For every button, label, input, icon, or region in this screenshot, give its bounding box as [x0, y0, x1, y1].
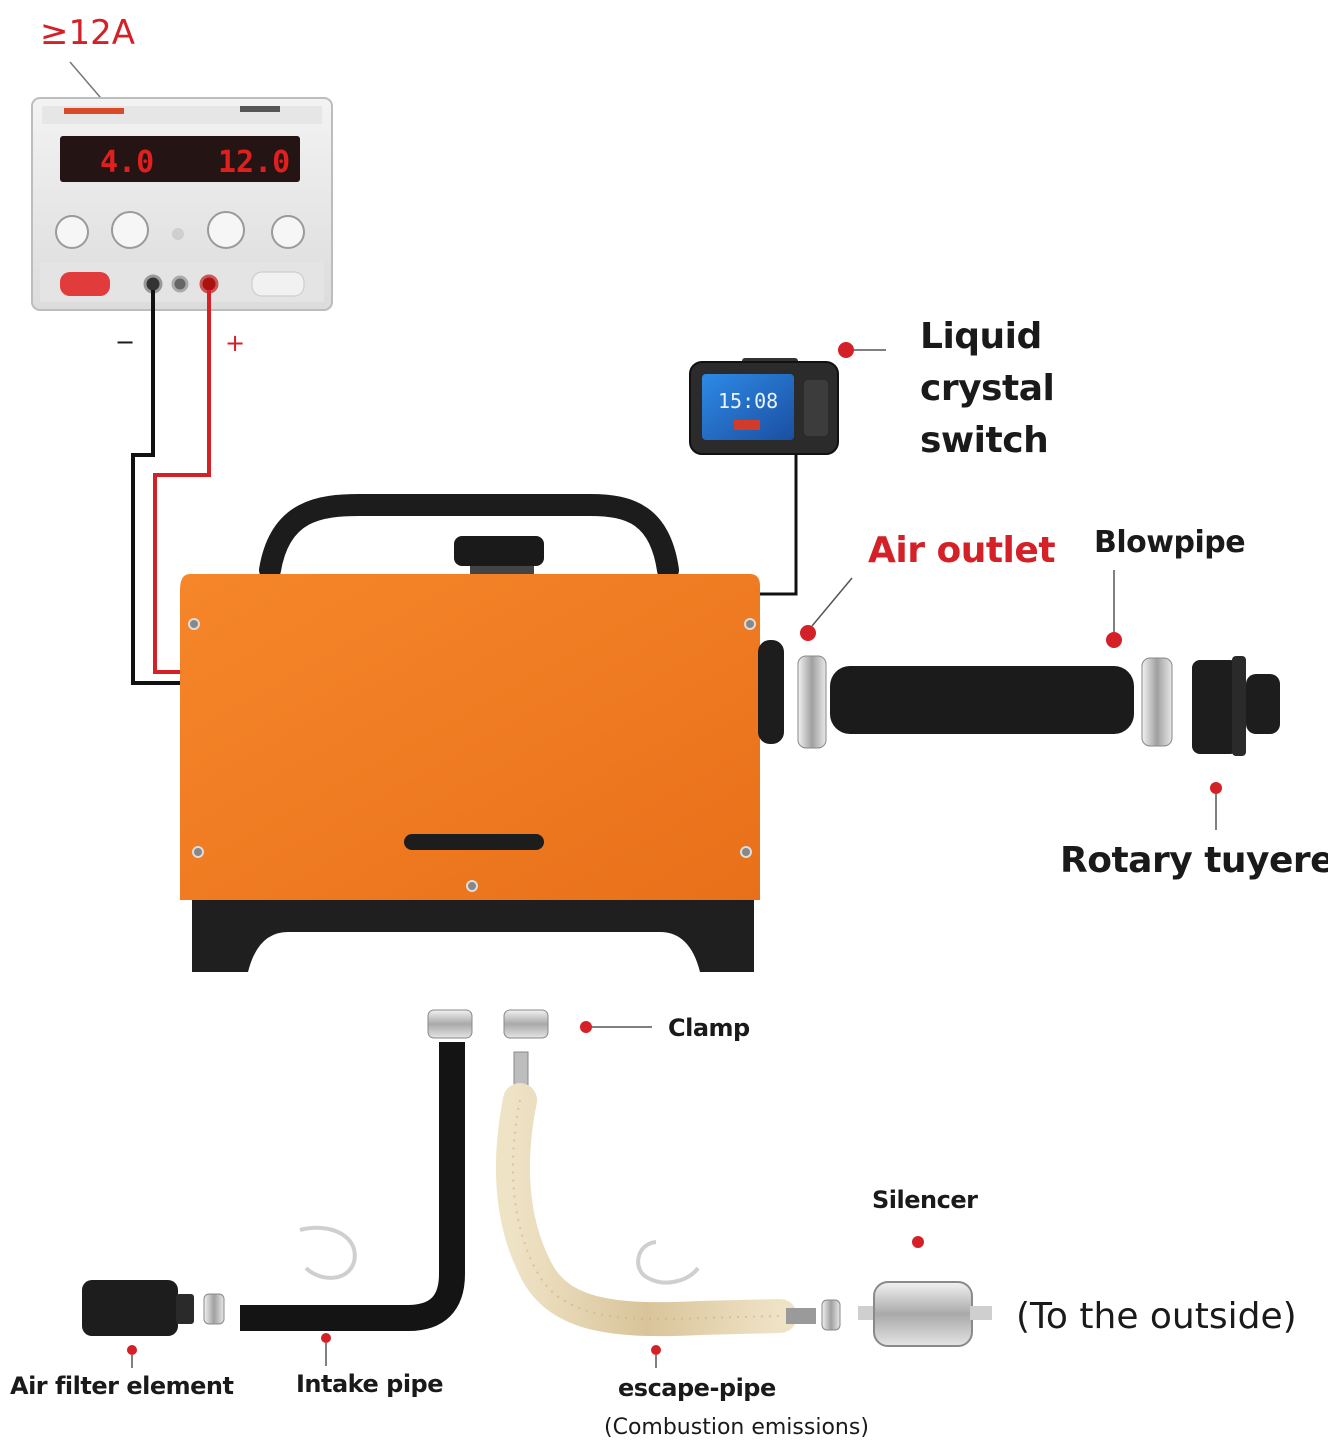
blowpipe-label: Blowpipe: [1094, 525, 1245, 560]
intake-pipe-label: Intake pipe: [296, 1370, 443, 1398]
lcd-switch-status-bar: [734, 420, 760, 430]
lcd-switch-screen: [702, 374, 794, 440]
lcd-switch: 15:08 Liquid crystal switch: [689, 316, 1055, 461]
lcd-switch-buttons: [804, 380, 828, 436]
blowpipe-clamp: [1141, 657, 1173, 747]
intake-clamp: [427, 1009, 473, 1039]
silencer-dot: [912, 1236, 924, 1248]
power-supply-negative-terminal: [143, 274, 163, 294]
current-rating-label: ≥12A: [40, 13, 135, 53]
power-supply: ≥12A 4.0 12.0 − +: [31, 13, 333, 357]
clamp-group: Clamp: [427, 1009, 751, 1042]
exhaust-line: Silencer (To the outside) escape-pipe (C…: [495, 1051, 1297, 1440]
positive-wire: [153, 290, 211, 674]
minus-label: −: [115, 328, 135, 356]
escape-pipe-dot: [651, 1345, 661, 1355]
power-supply-brand-mark: [64, 108, 124, 114]
plus-label: +: [225, 329, 245, 357]
power-supply-knob-4: [271, 215, 305, 249]
rotary-tuyere-dot: [1210, 782, 1222, 794]
escape-pipe-clip: [636, 1240, 700, 1285]
lcd-switch-time: 15:08: [718, 389, 778, 413]
escape-pipe-tip: [786, 1308, 816, 1324]
air-filter-neck: [176, 1294, 194, 1324]
power-supply-knob-3: [207, 211, 245, 249]
rotary-tuyere-nozzle: [1246, 674, 1280, 734]
rotary-tuyere-ring: [1232, 656, 1246, 756]
lcd-switch-label-line-1: Liquid: [920, 316, 1042, 357]
silencer-outlet: [970, 1306, 992, 1320]
power-supply-blank-button: [251, 271, 305, 297]
power-supply-power-button: [60, 272, 110, 296]
power-supply-indicator: [172, 228, 184, 240]
heater-unit: [180, 494, 784, 972]
escape-pipe-texture: [511, 1099, 781, 1321]
intake-line: Air filter element Intake pipe: [10, 1042, 465, 1400]
negative-wire: [131, 290, 182, 685]
silencer-clamp: [821, 1299, 841, 1331]
to-outside-label: (To the outside): [1016, 1296, 1297, 1337]
rotary-tuyere-body: [1192, 660, 1238, 754]
power-wires: [131, 290, 798, 685]
screw-top-right: [744, 618, 756, 630]
air-filter-label: Air filter element: [10, 1372, 233, 1400]
screw-bottom-center: [466, 880, 478, 892]
power-supply-positive-terminal: [199, 274, 219, 294]
screw-top-left: [188, 618, 200, 630]
intake-pipe-clip: [299, 1225, 357, 1280]
silencer-label: Silencer: [872, 1186, 978, 1214]
heater-fuel-cap: [454, 536, 544, 566]
clamp-dot: [580, 1021, 592, 1033]
outlet-clamp: [797, 655, 827, 749]
screw-bottom-right: [740, 846, 752, 858]
air-filter-dot: [127, 1345, 137, 1355]
power-supply-knob-1: [55, 215, 89, 249]
intake-pipe-hose: [240, 1042, 465, 1331]
air-outlet-dot: [800, 625, 816, 641]
clamp-label: Clamp: [668, 1014, 750, 1042]
lcd-switch-dot: [838, 342, 854, 358]
switch-cable: [760, 452, 798, 596]
air-filter-body: [82, 1280, 178, 1336]
escape-pipe-label: escape-pipe: [618, 1374, 776, 1402]
lcd-switch-label-line-2: crystal: [920, 368, 1054, 409]
air-outlet-label: Air outlet: [868, 530, 1055, 571]
power-supply-model-mark: [240, 106, 280, 112]
heater-orange-case: [180, 574, 760, 900]
escape-pipe-hose: [495, 1083, 797, 1337]
blowpipe-assembly: Air outlet Blowpipe Rotary tuyere: [797, 525, 1328, 881]
power-supply-display-left: 4.0: [100, 145, 154, 180]
screw-bottom-left: [192, 846, 204, 858]
blowpipe-hose: [830, 666, 1134, 734]
heater-base: [192, 900, 754, 972]
heater-vent-slot: [404, 834, 544, 850]
air-outlet-leader: [811, 577, 853, 627]
exhaust-clamp: [503, 1009, 549, 1039]
blowpipe-dot: [1106, 632, 1122, 648]
silencer-body: [873, 1281, 973, 1347]
heater-outlet-stub: [758, 640, 784, 744]
power-supply-display-right: 12.0: [218, 145, 290, 180]
power-supply-display-panel: [60, 136, 300, 182]
heater-handle: [259, 494, 679, 581]
lcd-switch-label-line-3: switch: [920, 420, 1048, 461]
rotary-tuyere-label: Rotary tuyere: [1060, 840, 1328, 881]
combustion-label: (Combustion emissions): [604, 1415, 869, 1440]
power-supply-ground-terminal: [171, 275, 189, 293]
air-filter-clamp: [203, 1293, 225, 1325]
power-supply-knob-2: [111, 211, 149, 249]
intake-pipe-dot: [321, 1333, 331, 1343]
